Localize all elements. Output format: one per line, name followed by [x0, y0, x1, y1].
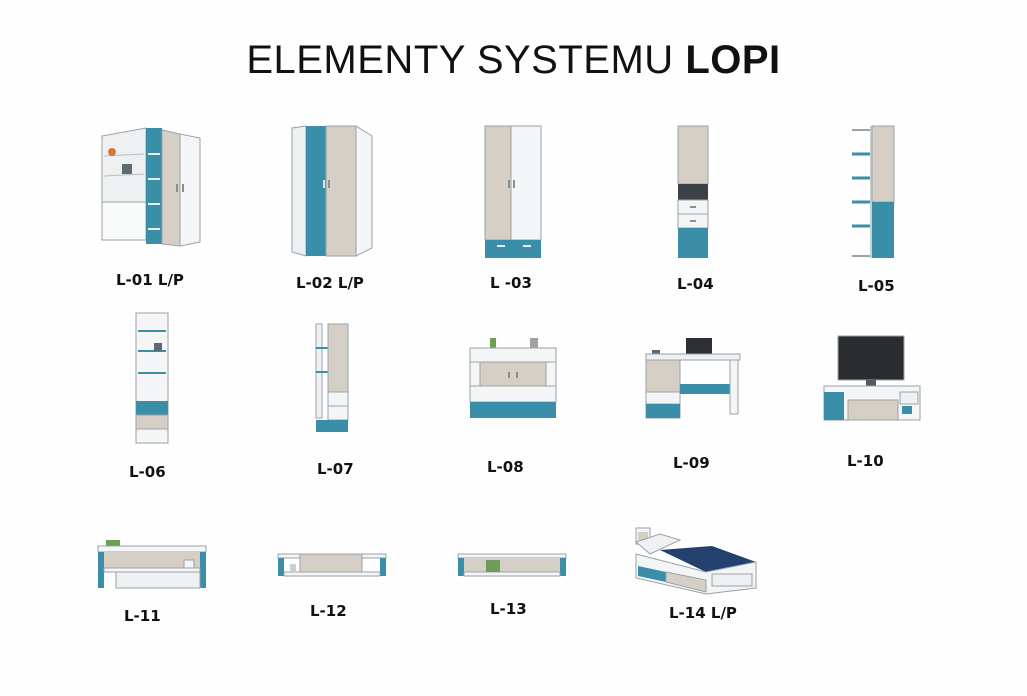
product-code-l10: L-10	[847, 452, 884, 470]
product-code-l04: L-04	[677, 275, 714, 293]
product-code-l12: L-12	[310, 602, 347, 620]
product-image-l03	[483, 124, 543, 260]
product-image-l13	[456, 552, 568, 578]
product-code-l08: L-08	[487, 458, 524, 476]
product-image-l07	[314, 322, 350, 434]
product-code-l07: L-07	[317, 460, 354, 478]
product-code-l03: L -03	[490, 274, 532, 292]
product-image-l11	[96, 538, 208, 590]
product-code-l01: L-01 L/P	[116, 271, 184, 289]
product-code-l05: L-05	[858, 277, 895, 295]
title-brand: LOPI	[685, 38, 781, 82]
product-image-l02	[290, 124, 374, 258]
page-title: ELEMENTY SYSTEMU LOPI	[0, 38, 1027, 83]
product-image-l14	[620, 526, 758, 596]
product-image-l05	[848, 124, 898, 260]
product-image-l10	[822, 334, 922, 424]
product-image-l04	[676, 124, 710, 260]
product-code-l13: L-13	[490, 600, 527, 618]
product-code-l14: L-14 L/P	[669, 604, 737, 622]
product-image-l09	[644, 336, 744, 420]
product-image-l08	[468, 336, 558, 420]
product-image-l01	[100, 124, 204, 250]
product-code-l02: L-02 L/P	[296, 274, 364, 292]
product-code-l09: L-09	[673, 454, 710, 472]
title-prefix: ELEMENTY SYSTEMU	[246, 38, 674, 82]
product-code-l11: L-11	[124, 607, 161, 625]
product-image-l12	[276, 552, 388, 578]
product-image-l06	[134, 311, 170, 445]
product-code-l06: L-06	[129, 463, 166, 481]
